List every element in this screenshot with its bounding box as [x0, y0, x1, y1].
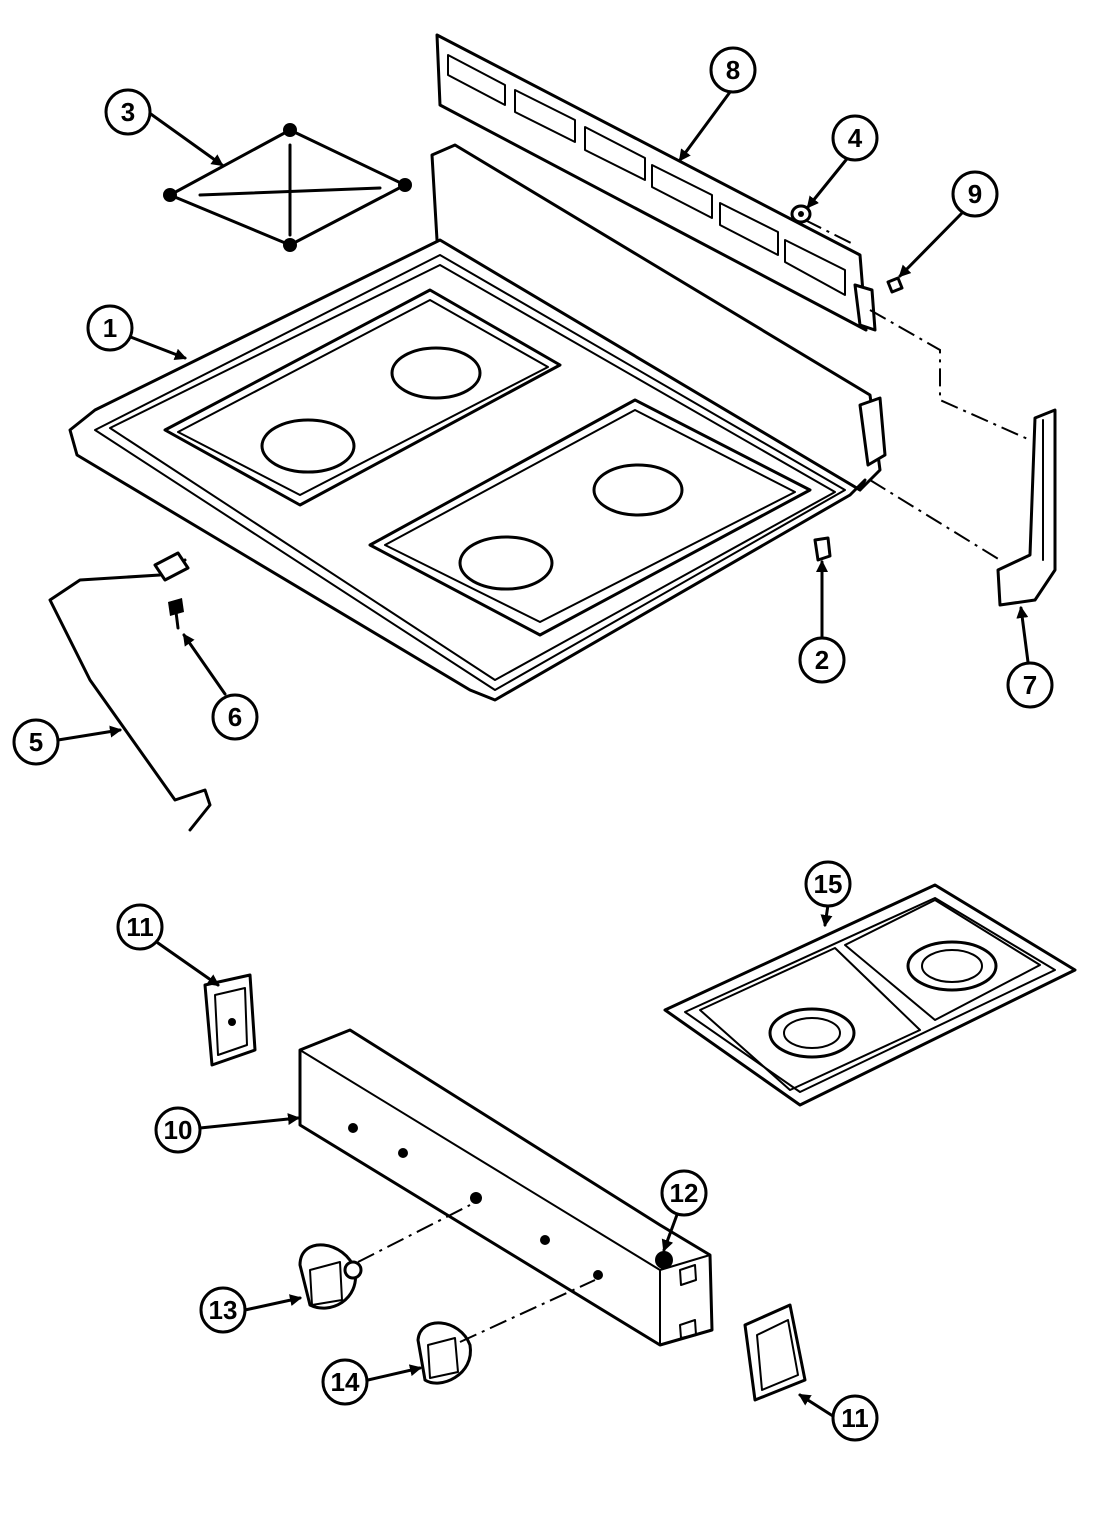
callout-label-8: 8: [726, 55, 740, 85]
side-trim: [996, 408, 1057, 607]
callout-label-10: 10: [164, 1115, 193, 1145]
callout-label-6: 6: [228, 702, 242, 732]
callout-6: 6: [211, 693, 259, 741]
callout-label-14: 14: [331, 1367, 360, 1397]
callout-label-9: 9: [968, 179, 982, 209]
rod-5: [48, 551, 212, 832]
clip-2: [813, 536, 832, 562]
leader-4: [806, 153, 852, 209]
cooktop-main-top: [68, 143, 887, 702]
callout-2: 2: [798, 636, 846, 684]
assembly-lines-lower: [357, 1204, 596, 1343]
callout-label-11-bottom: 11: [841, 1403, 869, 1433]
burner-tray-15: [663, 883, 1077, 1107]
callout-10: 10: [154, 1106, 202, 1154]
callout-label-12: 12: [670, 1178, 699, 1208]
knob-13: [298, 1243, 363, 1310]
control-panel-10: [298, 1028, 714, 1347]
fastener-9: [886, 276, 904, 294]
callout-label-7: 7: [1023, 670, 1037, 700]
burner-grate: [163, 123, 412, 252]
callout-8: 8: [709, 46, 757, 94]
backguard-vent-panel: [435, 33, 877, 332]
leader-13: [243, 1294, 302, 1312]
callout-3: 3: [104, 88, 152, 136]
leader-lines: [56, 86, 1030, 1420]
leader-14: [366, 1364, 422, 1382]
callout-4: 4: [831, 114, 879, 162]
callout-7: 7: [1006, 661, 1054, 709]
callout-14: 14: [321, 1358, 369, 1406]
end-cap-11-left: [203, 973, 257, 1067]
leader-5: [56, 725, 122, 742]
callout-11-bottom: 11: [831, 1394, 879, 1442]
assembly-lines-upper: [804, 219, 1031, 561]
callout-label-3: 3: [121, 97, 135, 127]
screw-6: [168, 598, 184, 630]
fastener-4: [790, 204, 812, 224]
callout-11-top: 11: [116, 903, 164, 951]
end-cap-11-right: [743, 1303, 807, 1402]
leader-6: [182, 633, 227, 696]
leader-1: [126, 334, 187, 360]
nut-12: [655, 1251, 673, 1269]
callout-label-11-top: 11: [126, 912, 154, 942]
leader-12: [661, 1210, 680, 1252]
callout-15: 15: [804, 860, 852, 908]
callout-5: 5: [12, 718, 60, 766]
leader-15: [820, 903, 833, 927]
leader-11-bottom: [798, 1393, 838, 1420]
leader-9: [898, 210, 965, 278]
callout-label-13: 13: [209, 1295, 238, 1325]
leader-7: [1016, 606, 1030, 664]
callout-13: 13: [199, 1286, 247, 1334]
leader-3: [146, 110, 224, 167]
callout-label-1: 1: [103, 313, 117, 343]
callout-label-5: 5: [29, 727, 43, 757]
leader-10: [198, 1113, 300, 1130]
leader-11-top: [156, 941, 220, 987]
callout-12: 12: [660, 1169, 708, 1217]
callout-label-2: 2: [815, 645, 829, 675]
callout-label-15: 15: [814, 869, 843, 899]
leader-8: [678, 86, 735, 162]
callout-label-4: 4: [848, 123, 863, 153]
knob-14: [416, 1321, 472, 1385]
callout-1: 1: [86, 304, 134, 352]
callout-9: 9: [951, 170, 999, 218]
